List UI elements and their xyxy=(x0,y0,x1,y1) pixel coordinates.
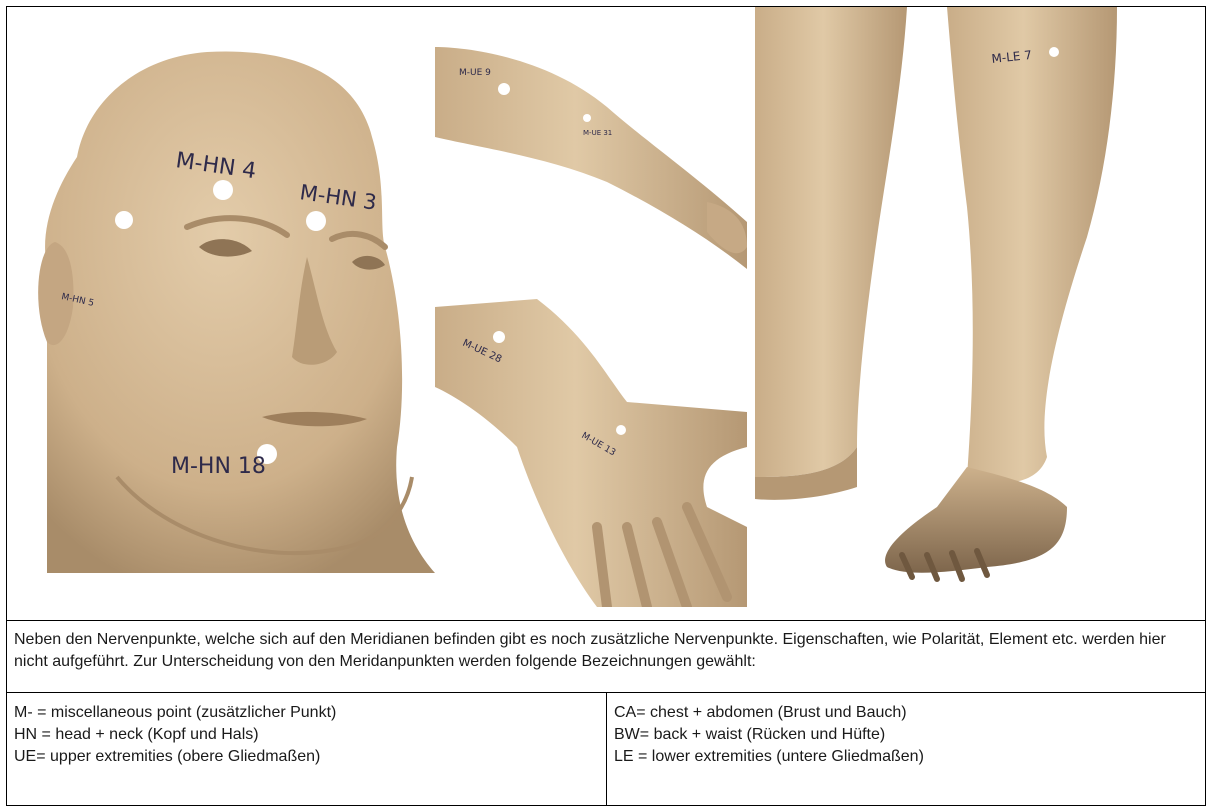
label-m-ue-9: M-UE 9 xyxy=(459,68,491,78)
point-marker-ue28 xyxy=(493,331,505,343)
foot-shape xyxy=(885,467,1067,573)
label-m-hn-18: M-HN 18 xyxy=(171,454,266,479)
legend-left: M- = miscellaneous point (zusätzlicher P… xyxy=(14,702,336,768)
hand-shape xyxy=(707,202,747,253)
forearm-shape xyxy=(435,47,747,269)
legend-entry-m: M- = miscellaneous point (zusätzlicher P… xyxy=(14,702,336,724)
head-shape xyxy=(45,51,435,573)
row-divider-figure xyxy=(6,620,1206,621)
legend-entry-bw: BW= back + waist (Rücken und Hüfte) xyxy=(614,724,924,746)
label-m-ue-31: M-UE 31 xyxy=(583,129,612,137)
legend-right: CA= chest + abdomen (Brust und Bauch) BW… xyxy=(614,702,924,768)
arm-panel xyxy=(435,47,747,269)
legend-entry-ca: CA= chest + abdomen (Brust und Bauch) xyxy=(614,702,924,724)
legend-entry-hn: HN = head + neck (Kopf und Hals) xyxy=(14,724,336,746)
anatomy-figure: M-HN 4 M-HN 3 M-HN 5 M-HN 18 M-UE 9 M-UE… xyxy=(7,7,1205,607)
point-marker-le7 xyxy=(1049,47,1059,57)
point-marker-ue9 xyxy=(498,83,510,95)
point-marker-hn4 xyxy=(213,180,233,200)
left-leg-shape xyxy=(755,7,907,477)
point-marker-hn-temple xyxy=(115,211,133,229)
point-marker-ue13 xyxy=(616,425,626,435)
point-marker-ue31 xyxy=(583,114,591,122)
right-leg-shape xyxy=(947,7,1117,483)
legend-column-divider xyxy=(606,692,607,806)
head-panel xyxy=(38,51,435,573)
legend-entry-ue: UE= upper extremities (obere Gliedmaßen) xyxy=(14,746,336,768)
leg-panel xyxy=(755,7,1117,579)
description-text: Neben den Nervenpunkte, welche sich auf … xyxy=(14,629,1194,673)
legend-entry-le: LE = lower extremities (untere Gliedmaße… xyxy=(614,746,924,768)
anatomy-illustration: M-HN 4 M-HN 3 M-HN 5 M-HN 18 M-UE 9 M-UE… xyxy=(7,7,1205,607)
point-marker-hn3 xyxy=(306,211,326,231)
